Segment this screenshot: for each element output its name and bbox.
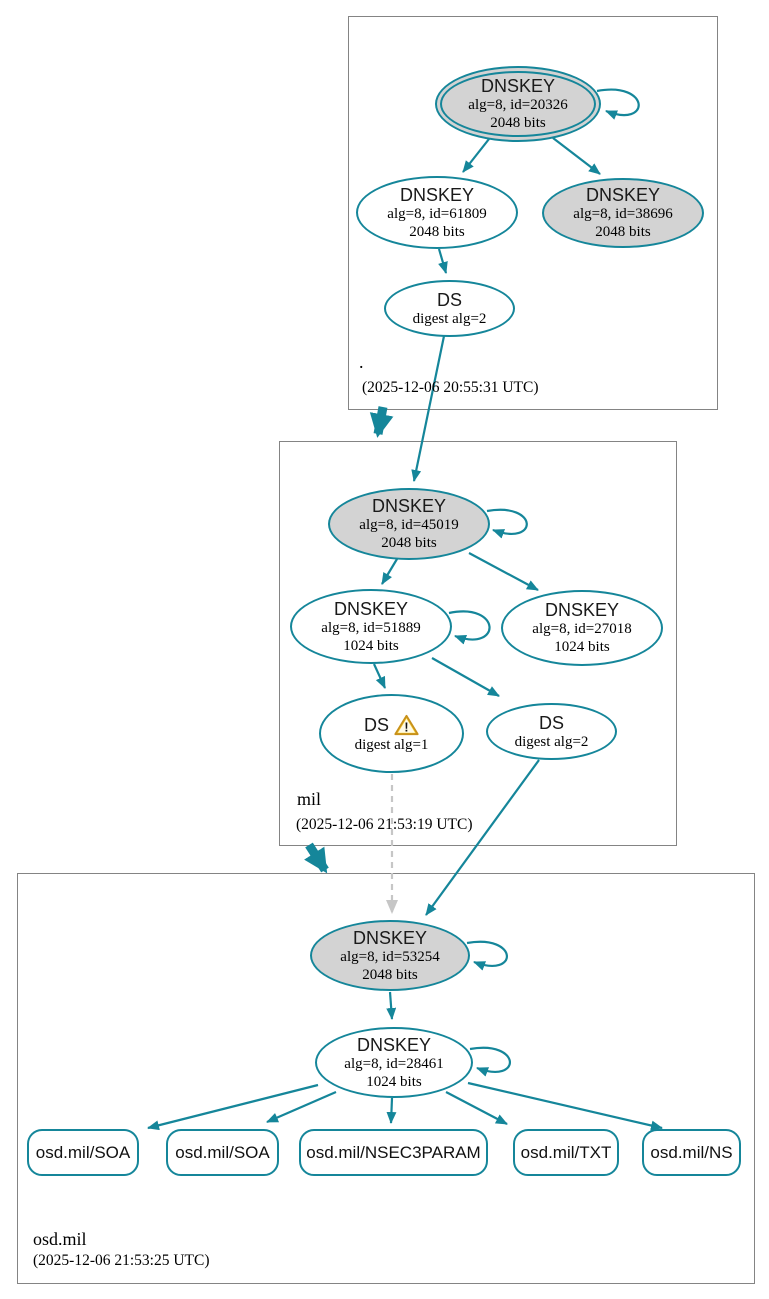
dnskey-bits: 2048 bits — [409, 223, 465, 240]
dnskey-bits: 2048 bits — [381, 535, 437, 551]
dnskey-node-51889[interactable]: DNSKEY alg=8, id=51889 1024 bits — [290, 589, 452, 664]
dnskey-alg-id: alg=8, id=51889 — [321, 619, 421, 636]
ds-digest: digest alg=2 — [514, 733, 589, 750]
dnskey-alg-id: alg=8, id=28461 — [344, 1055, 444, 1072]
ds-title: DS — [538, 712, 564, 733]
dnskey-title: DNSKEY — [399, 184, 475, 205]
dnskey-alg-id: alg=8, id=20326 — [468, 97, 568, 113]
dnskey-bits: 2048 bits — [595, 224, 651, 240]
edge-delegation-root-to-mil — [369, 406, 394, 438]
rrset-label: osd.mil/TXT — [520, 1142, 612, 1162]
dnskey-alg-id: alg=8, id=45019 — [359, 517, 459, 533]
dnskey-bits: 2048 bits — [490, 115, 546, 131]
rrset-osd-mil-nsec3param[interactable]: osd.mil/NSEC3PARAM — [299, 1129, 488, 1176]
svg-text:!: ! — [404, 720, 408, 734]
dnskey-node-53254-ksk[interactable]: DNSKEY alg=8, id=53254 2048 bits — [310, 920, 470, 991]
dnskey-alg-id: alg=8, id=53254 — [340, 948, 440, 965]
zone-box-root — [348, 16, 718, 410]
dnskey-title: DNSKEY — [544, 600, 620, 620]
zone-label-mil: mil — [297, 789, 322, 809]
zone-timestamp-root: (2025-12-06 20:55:31 UTC) — [362, 379, 539, 396]
dnskey-title: DNSKEY — [352, 927, 428, 948]
rrset-osd-mil-txt[interactable]: osd.mil/TXT — [513, 1129, 619, 1176]
edge-delegation-mil-to-osd-mil — [304, 842, 329, 874]
zone-timestamp-mil: (2025-12-06 21:53:19 UTC) — [296, 816, 473, 833]
ds-title: DS — [436, 289, 462, 310]
dnskey-node-27018[interactable]: DNSKEY alg=8, id=27018 1024 bits — [501, 590, 663, 666]
dnskey-node-20326-ksk[interactable]: DNSKEY alg=8, id=20326 2048 bits — [435, 66, 601, 142]
ds-digest: digest alg=1 — [354, 736, 429, 753]
dnskey-bits: 1024 bits — [554, 639, 610, 655]
rrset-osd-mil-soa-1[interactable]: osd.mil/SOA — [27, 1129, 139, 1176]
dnskey-node-61809[interactable]: DNSKEY alg=8, id=61809 2048 bits — [356, 176, 518, 249]
rrset-label: osd.mil/NSEC3PARAM — [306, 1142, 481, 1162]
dnskey-node-45019-ksk[interactable]: DNSKEY alg=8, id=45019 2048 bits — [328, 488, 490, 560]
dnskey-node-38696[interactable]: DNSKEY alg=8, id=38696 2048 bits — [542, 178, 704, 248]
ds-node-root[interactable]: DS digest alg=2 — [384, 280, 515, 337]
dnskey-title: DNSKEY — [356, 1034, 432, 1055]
dnskey-bits: 2048 bits — [362, 966, 418, 983]
dnskey-bits: 1024 bits — [343, 637, 399, 654]
dnskey-alg-id: alg=8, id=38696 — [573, 206, 673, 222]
dnskey-alg-id: alg=8, id=27018 — [532, 621, 632, 637]
ds-node-mil-alg1-warning[interactable]: DS ! digest alg=1 — [319, 694, 464, 773]
dnskey-title: DNSKEY — [371, 496, 447, 516]
dnskey-title: DNSKEY — [333, 598, 409, 619]
rrset-osd-mil-soa-2[interactable]: osd.mil/SOA — [166, 1129, 279, 1176]
rrset-label: osd.mil/SOA — [175, 1142, 270, 1162]
dnskey-title: DNSKEY — [585, 185, 661, 205]
ds-node-mil-alg2[interactable]: DS digest alg=2 — [486, 703, 617, 760]
warning-triangle-icon: ! — [394, 714, 419, 735]
rrset-label: osd.mil/NS — [650, 1142, 733, 1162]
zone-timestamp-osd-mil: (2025-12-06 21:53:25 UTC) — [33, 1252, 210, 1269]
rrset-label: osd.mil/SOA — [35, 1142, 131, 1162]
ds-digest: digest alg=2 — [412, 310, 487, 327]
dnskey-alg-id: alg=8, id=61809 — [387, 205, 487, 222]
ds-title: DS — [363, 714, 389, 735]
zone-label-root: . — [359, 352, 364, 372]
rrset-osd-mil-ns[interactable]: osd.mil/NS — [642, 1129, 741, 1176]
zone-label-osd-mil: osd.mil — [33, 1229, 87, 1249]
dnskey-node-28461[interactable]: DNSKEY alg=8, id=28461 1024 bits — [315, 1027, 473, 1098]
dnskey-bits: 1024 bits — [366, 1073, 422, 1090]
dnskey-title: DNSKEY — [480, 76, 556, 96]
zone-box-osd-mil — [17, 873, 755, 1284]
